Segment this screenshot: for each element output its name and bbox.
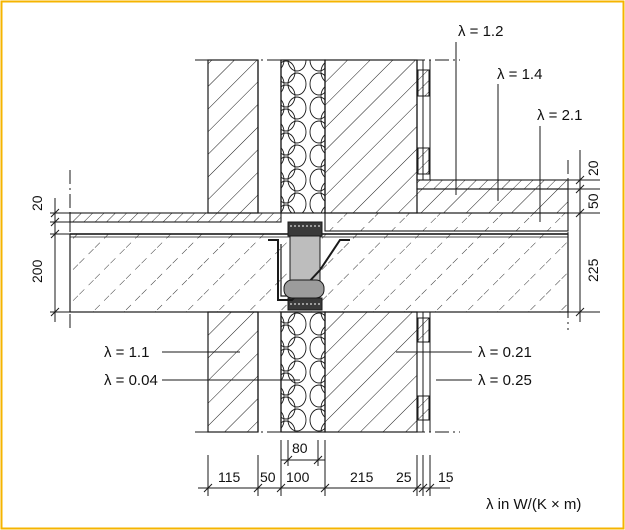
dim-bottom-50: 50 (260, 469, 276, 485)
leader-lines (162, 42, 541, 381)
dim-bottom-15: 15 (438, 469, 454, 485)
units-label: λ in W/(K × m) (486, 496, 581, 513)
label-lambda-0-04: λ = 0.04 (104, 372, 158, 389)
dim-insulation-80: 80 (292, 440, 308, 456)
upper-insulation (280, 59, 326, 214)
upper-cladding-batten-1 (417, 69, 430, 97)
break-lines (69, 59, 569, 433)
lower-insulation (280, 311, 326, 433)
lower-inner-leaf (207, 311, 259, 433)
right-floor-finish (416, 179, 569, 190)
label-lambda-0-25: λ = 0.25 (478, 372, 532, 389)
dim-right-slab: 225 (585, 258, 601, 282)
left-dimension-lines (50, 198, 70, 322)
upper-inner-leaf (207, 59, 259, 214)
lower-wall (207, 311, 431, 433)
dim-bottom-215: 215 (350, 469, 374, 485)
thermal-break-element (268, 221, 350, 311)
right-floor-screed (416, 188, 569, 214)
right-dimension-lines (568, 150, 600, 322)
dim-bottom-25: 25 (396, 469, 412, 485)
left-screed (69, 212, 282, 223)
label-lambda-0-21: λ = 0.21 (478, 344, 532, 361)
lower-concrete-wall (324, 311, 418, 433)
bottom-dimension-lines (198, 440, 450, 496)
lower-cladding-batten-2 (417, 395, 430, 421)
right-screed (324, 212, 569, 232)
label-lambda-1-1: λ = 1.1 (104, 344, 149, 361)
label-lambda-1-2: λ = 1.2 (458, 23, 503, 40)
lower-cladding-batten-1 (417, 317, 430, 343)
upper-wall (207, 59, 431, 214)
dim-left-top: 20 (29, 195, 45, 211)
label-lambda-2-1: λ = 2.1 (537, 107, 582, 124)
upper-cladding-batten-2 (417, 147, 430, 175)
dim-left-slab: 200 (29, 259, 45, 283)
dim-right-mid: 50 (585, 193, 601, 209)
dim-bottom-100: 100 (286, 469, 310, 485)
upper-concrete-wall (324, 59, 418, 214)
dim-right-top: 20 (585, 160, 601, 176)
label-lambda-1-4: λ = 1.4 (497, 66, 542, 83)
dim-bottom-115: 115 (218, 469, 241, 485)
